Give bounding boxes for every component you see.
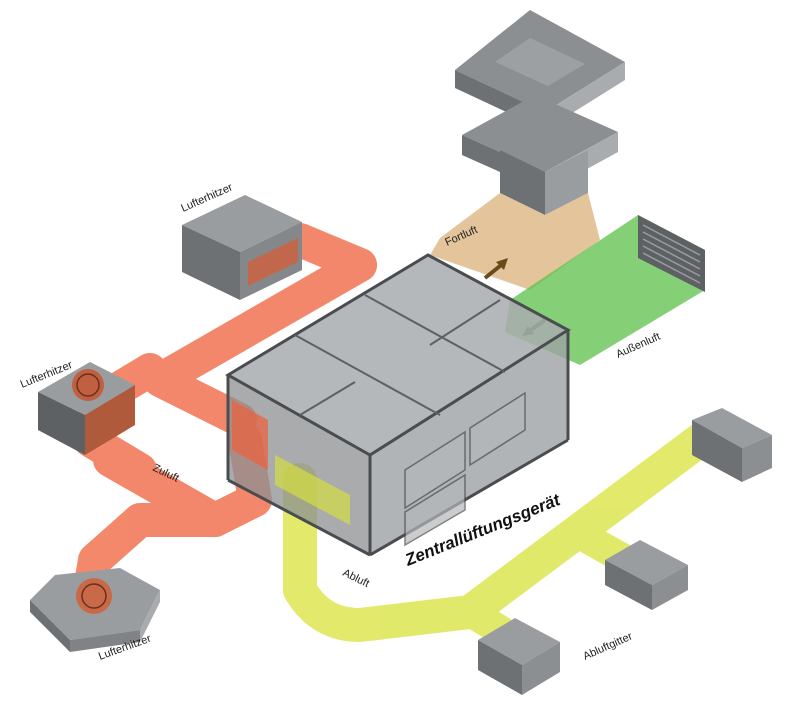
extract-grille-front <box>478 618 560 695</box>
label-extract-grille: Abluftgitter <box>581 630 634 662</box>
outdoor-air-louvre <box>638 215 705 292</box>
extract-grille-middle <box>605 540 688 610</box>
central-ventilation-unit <box>225 253 571 557</box>
label-extract-air: Abluft <box>341 567 372 590</box>
exhaust-air-duct <box>430 193 600 290</box>
air-heater-bottom <box>30 568 160 652</box>
extract-grille-end <box>692 408 772 482</box>
air-heater-left <box>38 362 135 455</box>
exhaust-tower <box>455 10 625 215</box>
air-heater-top <box>182 195 302 300</box>
